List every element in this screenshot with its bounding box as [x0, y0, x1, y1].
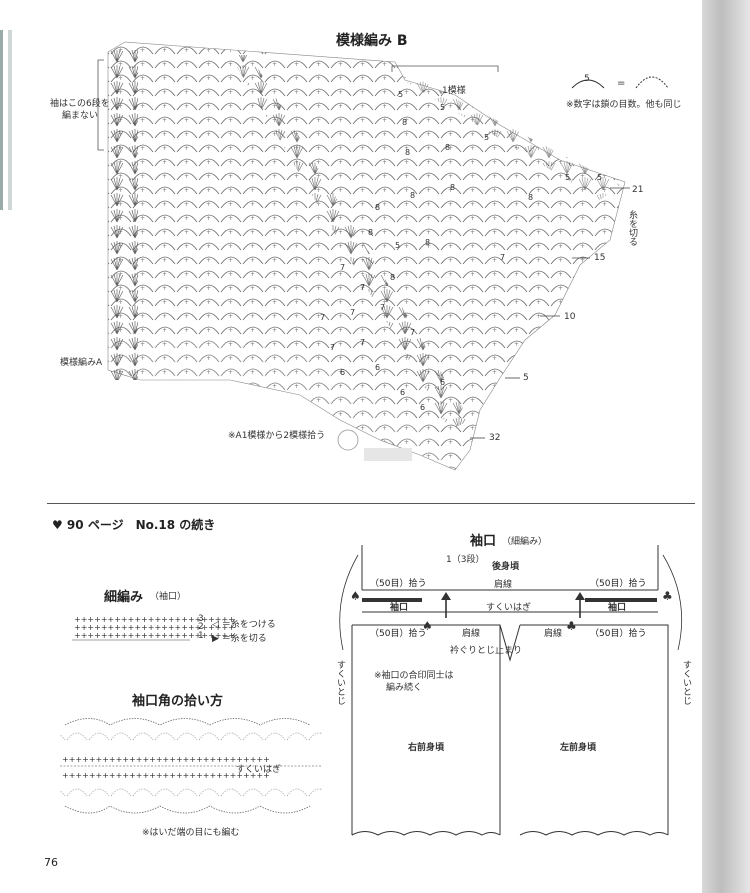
pick-50-bottom-right: （50目）拾う: [590, 629, 647, 639]
svg-text:8: 8: [390, 273, 395, 282]
svg-text:7: 7: [330, 343, 335, 352]
side-seam-left: すくいとじ: [335, 660, 345, 705]
pick-50-bottom-left: （50目）拾う: [370, 629, 427, 639]
section-divider: [47, 503, 695, 504]
cuff-left-label: 袖口: [390, 603, 409, 613]
svg-text:5: 5: [565, 173, 570, 182]
svg-text:5: 5: [440, 103, 445, 112]
legend-attach-yarn: ◁ ＝糸をつける: [212, 620, 276, 630]
pick-50-top-right: （50目）拾う: [590, 579, 647, 589]
hosoami-subtitle: （袖口）: [150, 592, 187, 602]
svg-text:7: 7: [360, 338, 365, 347]
svg-text:5: 5: [395, 241, 400, 250]
svg-text:=: =: [617, 78, 625, 89]
svg-text:7: 7: [360, 283, 365, 292]
svg-text:6: 6: [400, 388, 405, 397]
right-front-label: 右前身頃: [408, 743, 445, 753]
svg-text:8: 8: [410, 191, 415, 200]
row-number-5: 5: [523, 373, 529, 383]
legend-note: ※数字は鎖の目数。他も同じ: [566, 100, 682, 110]
pick-50-top-left: （50目）拾う: [370, 579, 427, 589]
one-repeat-label: 1模様: [442, 86, 466, 96]
svg-text:8: 8: [528, 193, 533, 202]
left-front-label: 左前身頃: [560, 743, 597, 753]
hosoami-row-2: 2: [198, 622, 204, 632]
svg-text:7: 7: [500, 253, 505, 262]
svg-text:♠: ♠: [422, 619, 433, 633]
svg-text:8: 8: [445, 143, 450, 152]
legend-cut-yarn: ▶ ＝糸を切る: [212, 634, 267, 644]
cuff-note-line1: ※袖口の合印同士は: [374, 671, 454, 681]
svg-text:++++++++++++++++++++++++: ++++++++++++++++++++++++: [74, 631, 235, 640]
cuff-title: 袖口: [470, 534, 497, 549]
svg-text:8: 8: [402, 118, 407, 127]
svg-text:♠: ♠: [350, 589, 361, 603]
svg-text:6: 6: [440, 378, 445, 387]
page-edge: [702, 0, 750, 893]
neckline-stop-label: 衿ぐりとじ止まり: [450, 646, 523, 656]
continuation-heading: ♥ 90 ページ No.18 の続き: [52, 518, 216, 532]
back-body-label: 後身頃: [492, 562, 520, 572]
shoulder-line-left: 肩線: [462, 629, 481, 639]
cut-yarn-note: 糸を切る: [627, 210, 637, 246]
svg-text:♣: ♣: [566, 619, 577, 633]
row-number-10: 10: [564, 312, 576, 322]
pickup-note: ※A1模様から2模様拾う: [228, 431, 326, 441]
rows-mark: 1（3段）: [446, 555, 485, 565]
sleeve-note-line2: 編まない: [62, 111, 99, 121]
side-seam-right: すくいとじ: [681, 660, 691, 705]
cuff-subtitle: （細編み）: [502, 537, 548, 547]
svg-text:8: 8: [425, 238, 430, 247]
sukui-center-label: すくいはぎ: [486, 603, 532, 613]
row-number-32: 32: [489, 433, 501, 443]
pattern-b-title: 模様編み B: [336, 33, 408, 49]
svg-text:8: 8: [405, 148, 410, 157]
corner-sukui-label: すくいはぎ: [236, 765, 282, 775]
svg-text:5: 5: [484, 133, 489, 142]
svg-text:7: 7: [410, 328, 415, 337]
sleeve-note-line1: 袖はこの6段を: [50, 99, 110, 109]
corner-note: ※はいだ端の目にも編む: [142, 828, 240, 838]
svg-text:7: 7: [340, 263, 345, 272]
corner-title: 袖口角の拾い方: [132, 694, 224, 709]
svg-text:7: 7: [320, 313, 325, 322]
svg-text:7: 7: [350, 308, 355, 317]
row-number-21: 21: [632, 185, 644, 195]
svg-text:5: 5: [398, 90, 403, 99]
legend-number: 5: [584, 74, 590, 84]
svg-text:++++++++++++++++++++++++: ++++++++++++++++++++++++: [74, 623, 235, 632]
page-number: 76: [44, 856, 58, 869]
svg-text:6: 6: [340, 368, 345, 377]
svg-text:8: 8: [375, 203, 380, 212]
svg-text:7: 7: [380, 303, 385, 312]
svg-text:6: 6: [375, 363, 380, 372]
pattern-a-label: 模様編みA: [60, 358, 103, 368]
cuff-note-line2: 編み続く: [386, 683, 423, 693]
cuff-right-label: 袖口: [608, 603, 627, 613]
svg-text:++++++++++++++++++++++++++++++: +++++++++++++++++++++++++++++++: [62, 755, 270, 764]
hosoami-row-1: 1: [198, 631, 204, 641]
svg-text:++++++++++++++++++++++++: ++++++++++++++++++++++++: [74, 615, 235, 624]
row-number-15: 15: [594, 253, 606, 263]
hosoami-title: 細編み: [104, 590, 144, 605]
hosoami-row-3: 3: [198, 614, 204, 624]
svg-text:8: 8: [368, 228, 373, 237]
svg-text:5: 5: [597, 173, 602, 182]
shoulder-line-right: 肩線: [544, 629, 563, 639]
svg-text:++++++++++++++++++++++++++++++: +++++++++++++++++++++++++++++++: [62, 771, 270, 780]
svg-text:6: 6: [420, 403, 425, 412]
svg-text:8: 8: [450, 183, 455, 192]
svg-text:♣: ♣: [662, 589, 673, 603]
binding-marks: [0, 30, 14, 210]
shoulder-line-top: 肩線: [494, 580, 513, 590]
